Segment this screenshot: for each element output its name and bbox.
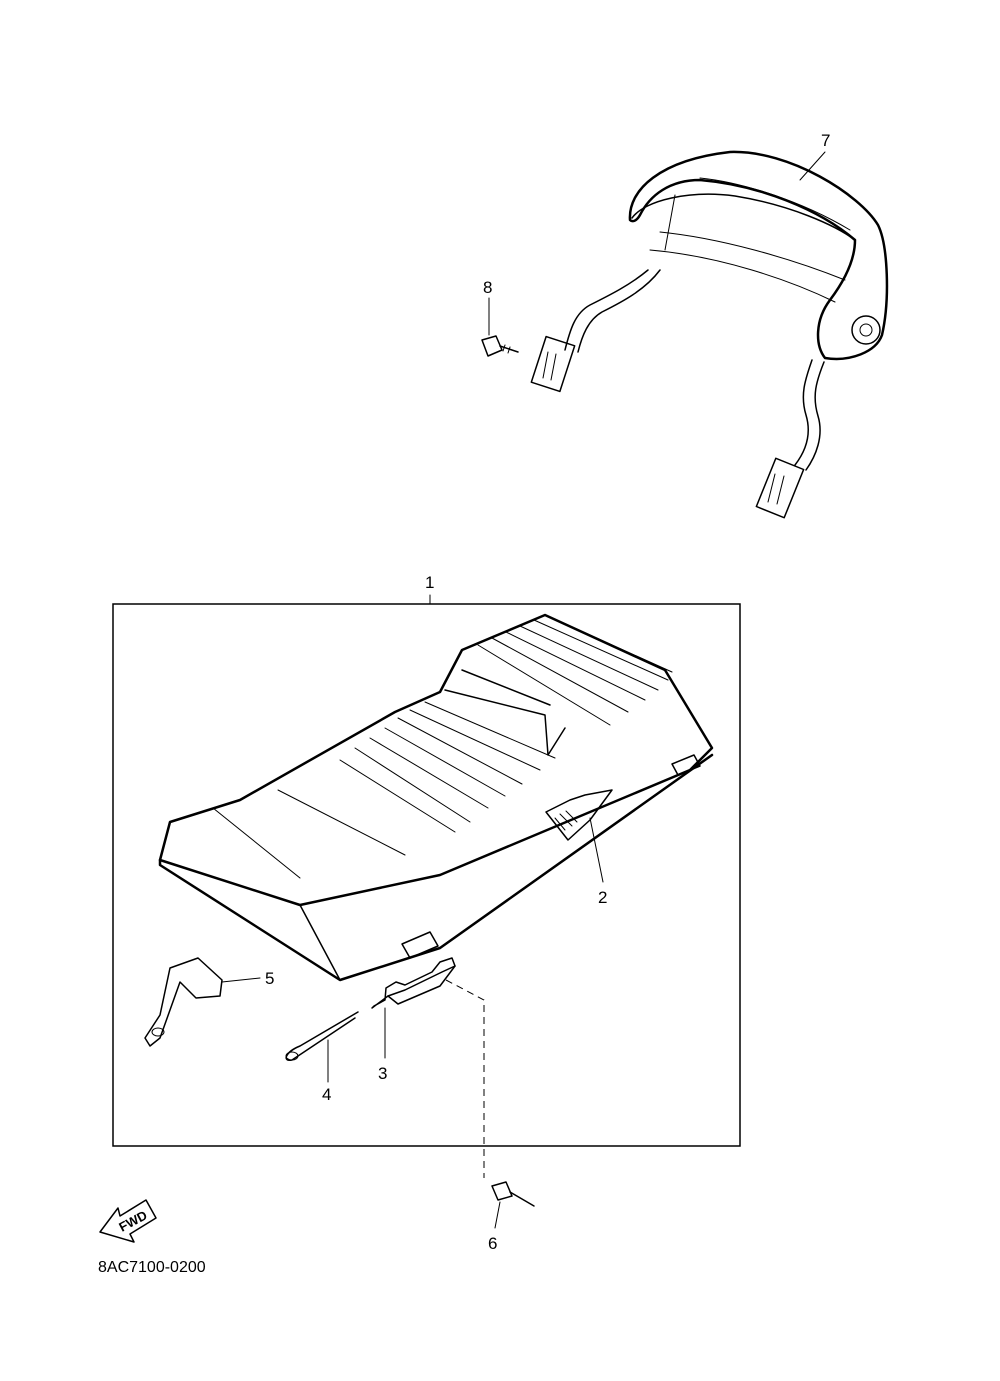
callout-5: 5 (265, 969, 274, 988)
callout-6: 6 (488, 1234, 497, 1253)
rod-part-4 (285, 1011, 359, 1083)
callout-8: 8 (483, 278, 492, 297)
bolt-part-8 (481, 297, 519, 357)
seat-assembly-frame (112, 603, 741, 1147)
rivet-part-6 (491, 1181, 535, 1229)
callout-4: 4 (322, 1085, 331, 1104)
fwd-label: FWD (116, 1208, 149, 1235)
fwd-direction-arrow: FWD (99, 1199, 157, 1243)
callout-3: 3 (378, 1064, 387, 1083)
bracket-part-5 (144, 957, 261, 1047)
callout-7: 7 (821, 131, 830, 150)
callout-1: 1 (425, 573, 434, 592)
backrest-part-7 (530, 150, 889, 519)
seat-part-1 (158, 613, 714, 982)
drawing-code: 8AC7100-0200 (98, 1259, 206, 1276)
callout-2: 2 (598, 888, 607, 907)
latch-part-3 (371, 957, 456, 1059)
